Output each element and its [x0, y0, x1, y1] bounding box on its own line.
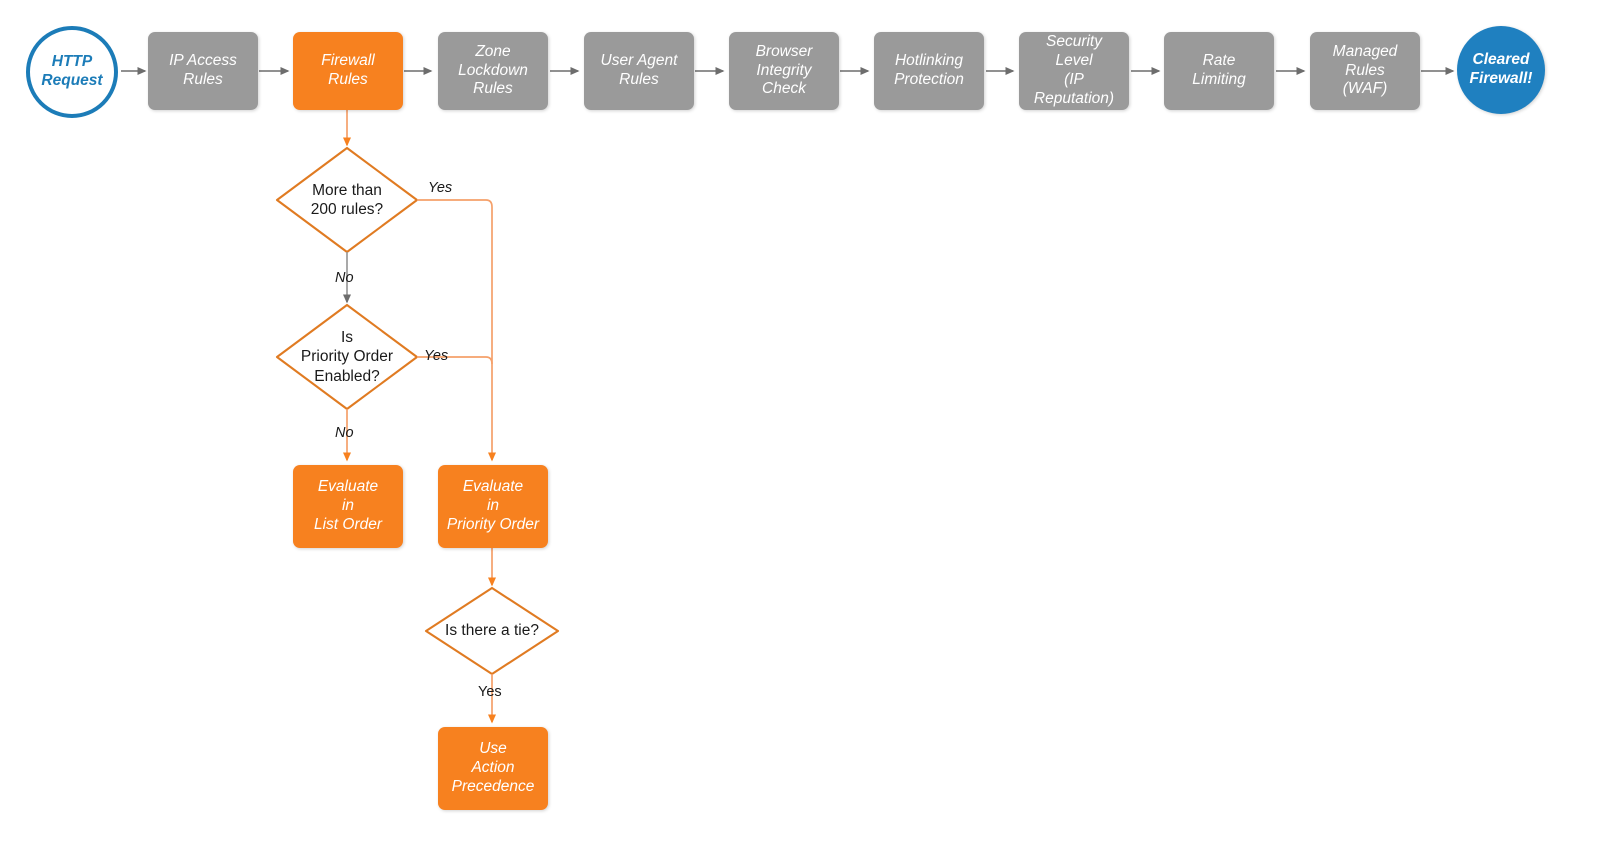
edge-label-decision1-no: No [335, 270, 354, 286]
edge-label-decision3-yes: Yes [478, 684, 502, 700]
edge-decision1-yes [417, 199, 496, 462]
decision-label-text: Is there a tie? [445, 622, 539, 640]
edge-label-decision2-yes: Yes [424, 348, 449, 364]
edge-label-decision1-yes: Yes [428, 180, 453, 196]
decision-is-there-a-tie-label[interactable]: Is there a tie? [422, 614, 562, 648]
edge-label-decision2-no: No [335, 425, 354, 441]
